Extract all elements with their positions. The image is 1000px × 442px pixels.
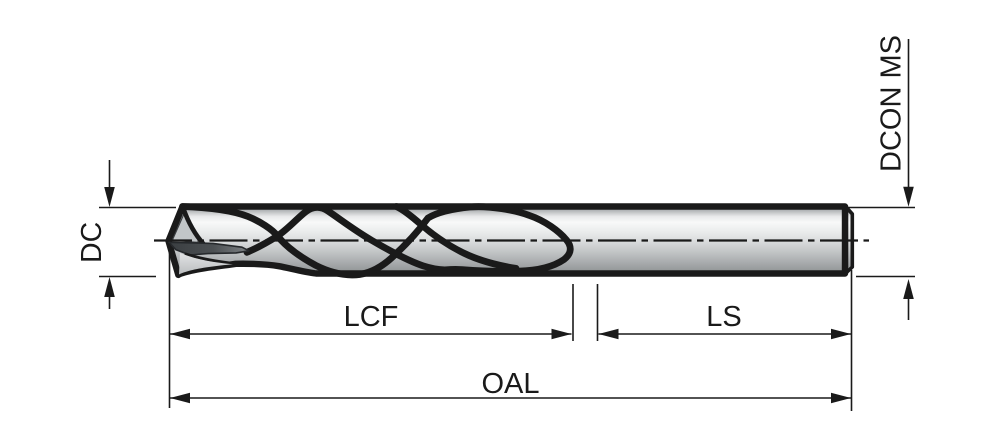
svg-text:OAL: OAL [481, 368, 539, 400]
svg-text:LS: LS [706, 301, 741, 333]
svg-text:LCF: LCF [344, 301, 399, 333]
svg-text:DCON MS: DCON MS [876, 35, 908, 172]
svg-text:DC: DC [76, 222, 108, 263]
